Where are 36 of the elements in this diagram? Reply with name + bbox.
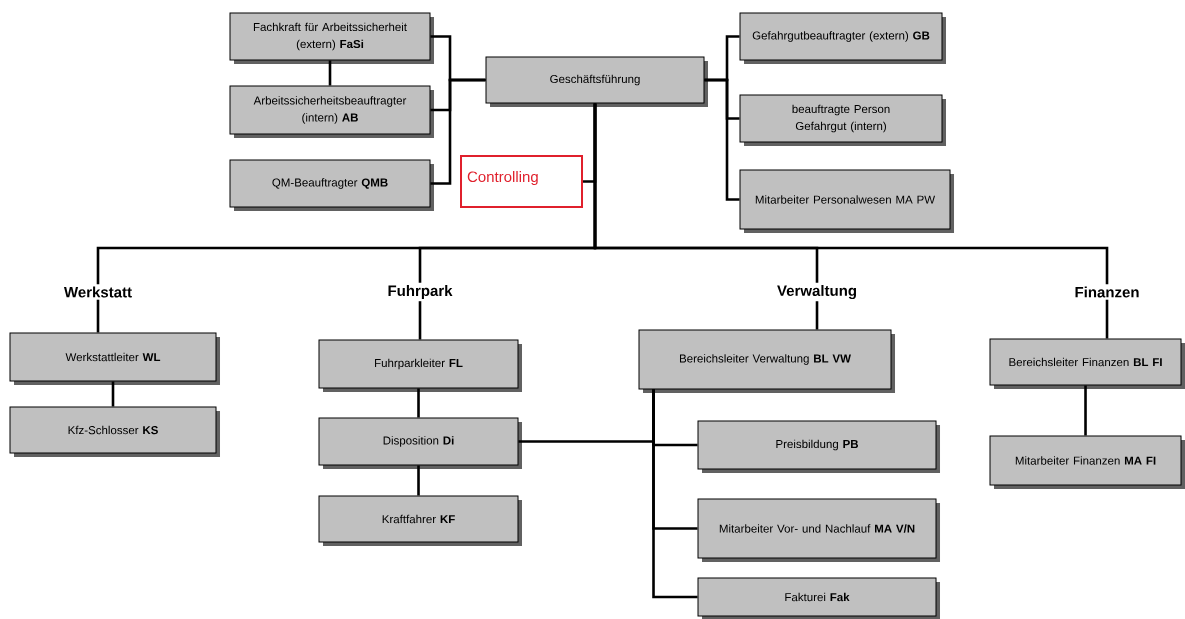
org-box: Werkstattleiter WL [9,332,220,385]
controlling-box: Controlling [460,155,583,208]
org-box: Fachkraft für Arbeitssicherheit (extern) FaSi [229,12,434,64]
org-box: beauftragte Person Gefahrgut (intern) [739,94,946,146]
connector-line [417,465,420,496]
connector-line [652,389,698,599]
org-box: Kfz-Schlosser KS [9,406,220,457]
department-heading: Finanzen [1075,286,1139,298]
connector-line [418,301,422,340]
connector-line [96,299,100,333]
org-box: Bereichsleiter Finanzen BL FI [989,338,1185,389]
connector-line [593,103,1109,285]
connector-line [704,78,740,201]
org-box: Fuhrparkleiter FL [318,339,522,392]
org-box: Disposition Di [318,417,522,469]
connector-line [430,78,486,185]
connector-line [1084,385,1087,436]
department-heading: Verwaltung [777,285,856,300]
connector-line [1105,299,1109,339]
connector-line [328,60,332,86]
org-box: Bereichsleiter Verwaltung BL VW [638,329,895,393]
org-box: Geschäftsführung [485,56,708,107]
org-box: Mitarbeiter Personalwesen MA PW [739,169,954,233]
org-box: Gefahrgutbeauftragter (extern) GB [739,12,946,64]
department-heading: Werkstatt [64,286,132,298]
org-box: Arbeitssicherheitsbeauftragter (intern) AB [229,85,434,138]
connector-line [417,388,420,418]
org-box: Preisbildung PB [697,420,940,473]
department-heading: Fuhrpark [388,285,453,299]
org-box: Fakturei Fak [697,577,940,619]
connector-line [111,381,115,407]
org-box: QM-Beauftragter QMB [229,159,434,211]
connector-line [815,301,819,330]
org-box: Mitarbeiter Vor- und Nachlauf MA V/N [697,498,940,562]
org-box: Mitarbeiter Finanzen MA FI [989,435,1185,489]
org-box: Kraftfahrer KF [318,495,522,546]
